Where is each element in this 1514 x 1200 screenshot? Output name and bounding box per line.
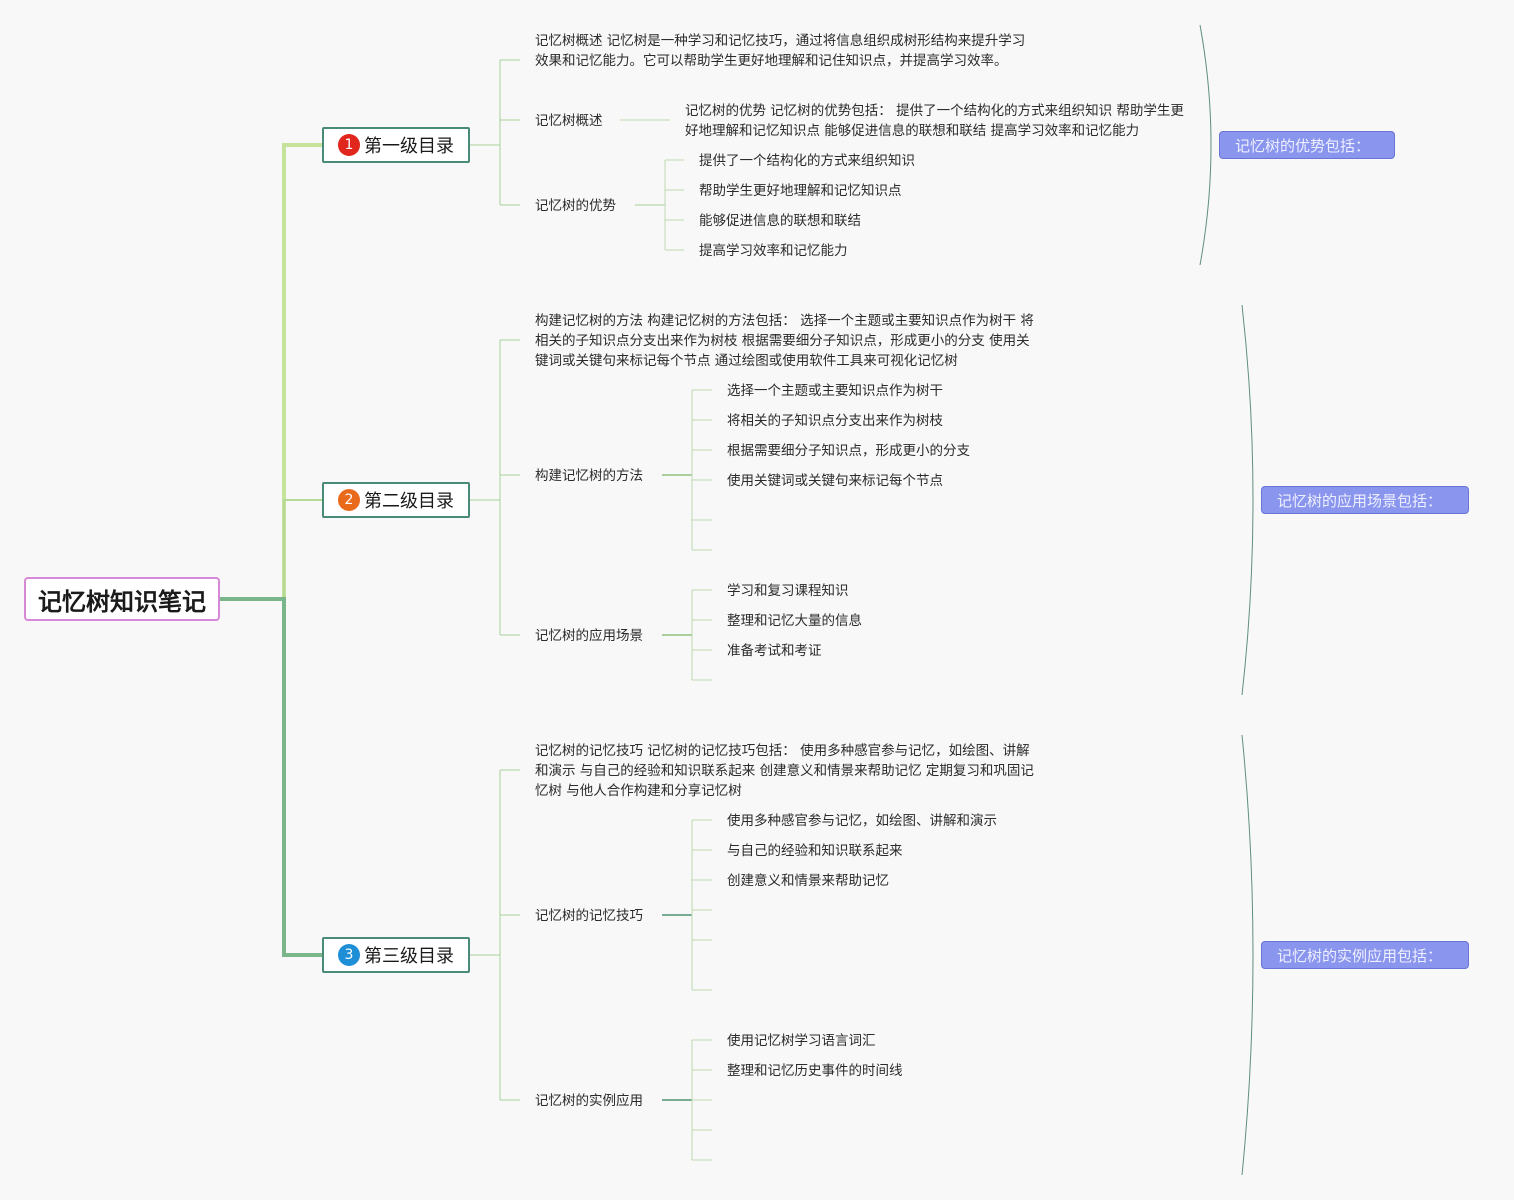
level-1-node[interactable]: 1 第一级目录 [322, 127, 470, 163]
scenario-item[interactable]: 整理和记忆大量的信息 [727, 613, 862, 629]
topic-overview-detail[interactable]: 记忆树的优势 记忆树的优势包括： 提供了一个结构化的方式来组织知识 帮助学生更好… [685, 103, 1184, 139]
advantage-item[interactable]: 帮助学生更好地理解和记忆知识点 [699, 183, 902, 199]
level-2-intro[interactable]: 构建记忆树的方法 构建记忆树的方法包括： 选择一个主题或主要知识点作为树干 将相… [535, 313, 1034, 369]
method-item[interactable]: 将相关的子知识点分支出来作为树枝 [727, 413, 943, 429]
advantage-item[interactable]: 能够促进信息的联想和联结 [699, 213, 861, 229]
badge-2-icon: 2 [338, 489, 360, 511]
branch-line-level-3 [220, 597, 322, 957]
badge-3-icon: 3 [338, 944, 360, 966]
summary-examples[interactable]: 记忆树的实例应用包括： [1261, 941, 1469, 969]
method-item[interactable]: 根据需要细分子知识点，形成更小的分支 [727, 443, 970, 459]
tip-item[interactable]: 使用多种感官参与记忆，如绘图、讲解和演示 [727, 813, 997, 829]
tip-item[interactable]: 与自己的经验和知识联系起来 [727, 843, 903, 859]
summary-scenarios[interactable]: 记忆树的应用场景包括： [1261, 486, 1469, 514]
topic-scenarios-label[interactable]: 记忆树的应用场景 [535, 628, 643, 644]
topic-advantages-label[interactable]: 记忆树的优势 [535, 198, 616, 214]
advantage-item[interactable]: 提供了一个结构化的方式来组织知识 [699, 153, 915, 169]
scenario-item[interactable]: 学习和复习课程知识 [727, 583, 849, 599]
root-node[interactable]: 记忆树知识笔记 [24, 577, 220, 621]
advantage-item[interactable]: 提高学习效率和记忆能力 [699, 243, 848, 259]
level-3-label: 第三级目录 [364, 946, 454, 967]
level-1-label: 第一级目录 [364, 136, 454, 157]
summary-advantages[interactable]: 记忆树的优势包括： [1219, 131, 1395, 159]
tip-item[interactable]: 创建意义和情景来帮助记忆 [727, 873, 889, 889]
level-3-intro[interactable]: 记忆树的记忆技巧 记忆树的记忆技巧包括： 使用多种感官参与记忆，如绘图、讲解和演… [535, 743, 1034, 799]
scenario-item[interactable]: 准备考试和考证 [727, 643, 822, 659]
summary-bracket-1 [1199, 24, 1212, 266]
summary-bracket-3 [1241, 734, 1254, 1176]
level-2-label: 第二级目录 [364, 491, 454, 512]
branch-line-level-2 [220, 499, 322, 600]
example-item[interactable]: 使用记忆树学习语言词汇 [727, 1033, 876, 1049]
topic-build-method-label[interactable]: 构建记忆树的方法 [535, 468, 643, 484]
level-3-node[interactable]: 3 第三级目录 [322, 937, 470, 973]
summary-bracket-2 [1241, 304, 1254, 696]
badge-1-icon: 1 [338, 134, 360, 156]
topic-memory-tips-label[interactable]: 记忆树的记忆技巧 [535, 908, 643, 924]
topic-examples-label[interactable]: 记忆树的实例应用 [535, 1093, 643, 1109]
method-item[interactable]: 选择一个主题或主要知识点作为树干 [727, 383, 943, 399]
level-1-intro[interactable]: 记忆树概述 记忆树是一种学习和记忆技巧，通过将信息组织成树形结构来提升学习效果和… [535, 33, 1026, 69]
branch-line-level-1 [220, 143, 322, 601]
method-item[interactable]: 使用关键词或关键句来标记每个节点 [727, 473, 943, 489]
example-item[interactable]: 整理和记忆历史事件的时间线 [727, 1063, 903, 1079]
topic-overview-label[interactable]: 记忆树概述 [535, 113, 603, 129]
level-2-node[interactable]: 2 第二级目录 [322, 482, 470, 518]
